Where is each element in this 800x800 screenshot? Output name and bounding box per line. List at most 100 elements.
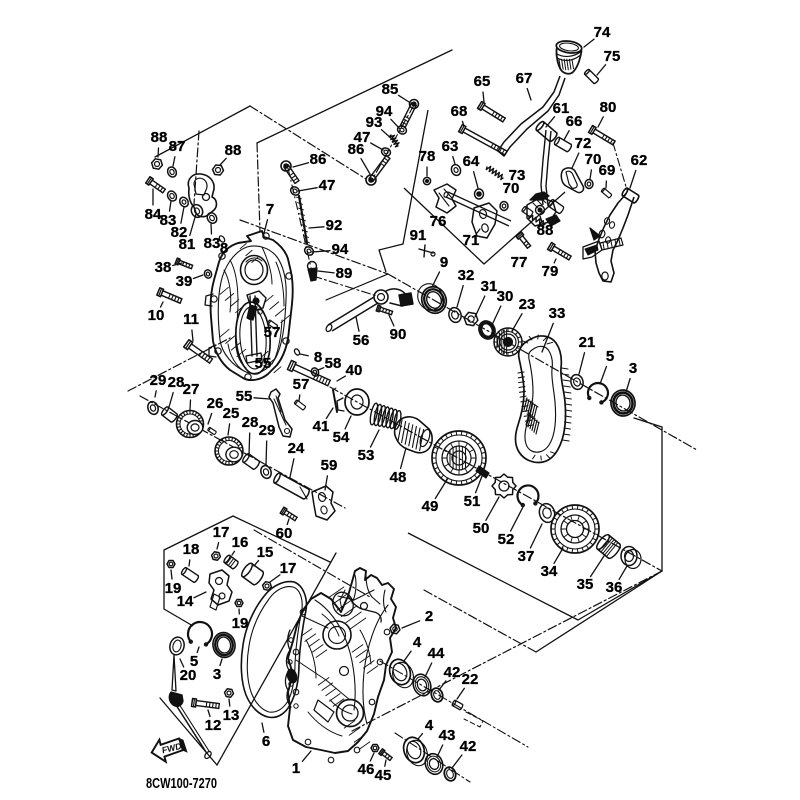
svg-text:40: 40 (346, 362, 363, 379)
svg-text:46: 46 (358, 761, 375, 778)
svg-text:34: 34 (541, 563, 558, 580)
svg-text:60: 60 (276, 525, 293, 542)
svg-text:90: 90 (390, 326, 407, 343)
svg-text:45: 45 (375, 767, 392, 784)
svg-text:81: 81 (179, 236, 196, 253)
svg-text:3: 3 (213, 666, 221, 683)
svg-text:27: 27 (183, 381, 200, 398)
svg-text:88: 88 (151, 129, 168, 146)
svg-text:58: 58 (325, 355, 342, 372)
svg-text:29: 29 (150, 372, 167, 389)
svg-text:79: 79 (542, 263, 559, 280)
svg-text:13: 13 (223, 707, 240, 724)
svg-text:47: 47 (319, 177, 336, 194)
svg-text:36: 36 (606, 579, 623, 596)
svg-text:63: 63 (442, 138, 459, 155)
svg-text:5: 5 (190, 653, 198, 670)
svg-text:4: 4 (425, 717, 434, 734)
svg-text:67: 67 (516, 70, 533, 87)
svg-text:22: 22 (462, 671, 479, 688)
svg-text:88: 88 (225, 142, 242, 159)
svg-text:55: 55 (236, 388, 253, 405)
svg-text:35: 35 (577, 576, 594, 593)
svg-text:51: 51 (464, 493, 481, 510)
svg-text:20: 20 (180, 667, 197, 684)
svg-text:76: 76 (430, 213, 447, 230)
svg-text:93: 93 (366, 114, 383, 131)
svg-text:31: 31 (481, 278, 498, 295)
svg-text:48: 48 (390, 469, 407, 486)
svg-text:57: 57 (264, 324, 281, 341)
svg-text:43: 43 (439, 727, 456, 744)
svg-text:91: 91 (410, 227, 427, 244)
svg-text:74: 74 (594, 24, 611, 41)
svg-text:73: 73 (509, 167, 526, 184)
svg-text:54: 54 (333, 429, 350, 446)
svg-text:47: 47 (354, 129, 371, 146)
svg-text:70: 70 (585, 151, 602, 168)
svg-text:29: 29 (259, 422, 276, 439)
svg-text:80: 80 (600, 99, 617, 116)
svg-text:2: 2 (425, 608, 433, 625)
svg-text:8: 8 (220, 240, 228, 257)
svg-text:57: 57 (293, 376, 310, 393)
svg-text:8CW100-7270: 8CW100-7270 (146, 776, 217, 792)
svg-text:92: 92 (326, 217, 343, 234)
svg-text:38: 38 (155, 259, 172, 276)
svg-text:94: 94 (332, 241, 349, 258)
svg-text:61: 61 (553, 100, 570, 117)
svg-text:87: 87 (169, 138, 186, 155)
svg-text:5: 5 (606, 348, 614, 365)
svg-text:64: 64 (463, 153, 480, 170)
svg-text:70: 70 (503, 180, 520, 197)
svg-text:21: 21 (579, 334, 596, 351)
svg-text:62: 62 (631, 152, 648, 169)
svg-text:83: 83 (160, 212, 177, 229)
svg-text:17: 17 (213, 524, 230, 541)
svg-text:28: 28 (168, 374, 185, 391)
svg-text:32: 32 (458, 267, 475, 284)
svg-text:75: 75 (604, 48, 621, 65)
svg-text:86: 86 (310, 151, 327, 168)
svg-text:24: 24 (288, 440, 305, 457)
svg-text:15: 15 (257, 544, 274, 561)
svg-text:7: 7 (266, 201, 274, 218)
svg-text:33: 33 (549, 305, 566, 322)
svg-text:88: 88 (537, 222, 554, 239)
svg-text:37: 37 (518, 548, 535, 565)
svg-text:72: 72 (575, 135, 592, 152)
svg-text:85: 85 (382, 81, 399, 98)
svg-text:8: 8 (314, 349, 322, 366)
svg-text:30: 30 (497, 288, 514, 305)
svg-text:94: 94 (376, 103, 393, 120)
svg-text:89: 89 (336, 265, 353, 282)
svg-text:25: 25 (223, 405, 240, 422)
svg-text:FWD: FWD (161, 741, 181, 756)
svg-text:14: 14 (177, 593, 194, 610)
svg-text:77: 77 (511, 254, 528, 271)
svg-text:42: 42 (460, 738, 477, 755)
svg-text:71: 71 (463, 232, 480, 249)
svg-text:26: 26 (207, 395, 224, 412)
svg-text:82: 82 (171, 224, 188, 241)
svg-text:42: 42 (444, 664, 461, 681)
svg-text:52: 52 (498, 531, 515, 548)
svg-text:84: 84 (145, 206, 162, 223)
svg-text:10: 10 (148, 307, 165, 324)
svg-text:53: 53 (358, 447, 375, 464)
svg-text:41: 41 (313, 418, 330, 435)
svg-text:83: 83 (204, 235, 221, 252)
svg-text:55: 55 (255, 355, 272, 372)
svg-text:50: 50 (473, 520, 490, 537)
svg-text:19: 19 (232, 615, 249, 632)
svg-text:59: 59 (321, 457, 338, 474)
svg-text:18: 18 (183, 541, 200, 558)
svg-text:23: 23 (519, 296, 536, 313)
svg-text:66: 66 (566, 113, 583, 130)
svg-text:6: 6 (262, 733, 270, 750)
svg-text:19: 19 (165, 580, 182, 597)
svg-text:44: 44 (428, 645, 445, 662)
svg-text:65: 65 (474, 73, 491, 90)
svg-text:16: 16 (232, 534, 249, 551)
svg-text:3: 3 (629, 360, 637, 377)
